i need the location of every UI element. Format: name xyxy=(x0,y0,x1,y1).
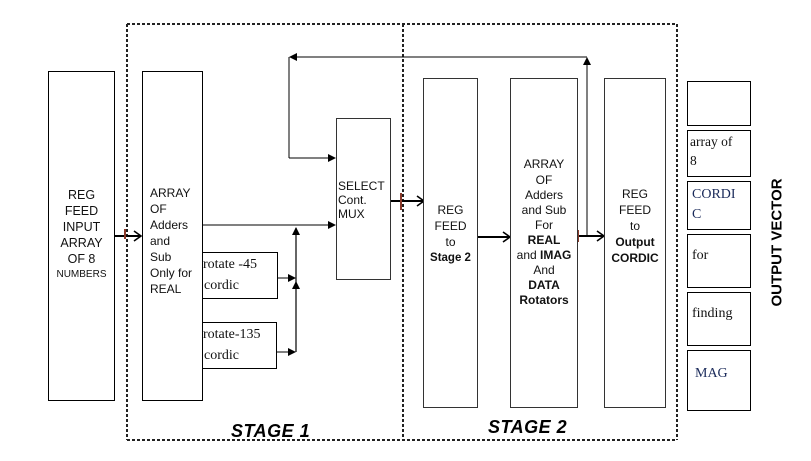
stage2-array-l3: Adders xyxy=(524,188,564,202)
rotate-135-cordic-block: rotate-135 cordic xyxy=(202,322,277,369)
output-cell-5: MAG xyxy=(695,366,728,381)
input-register-block: REG FEED INPUT ARRAY OF 8 NUMBERS xyxy=(48,71,115,401)
stage2-label: STAGE 2 xyxy=(488,417,568,437)
reg-output-line3: to xyxy=(629,219,640,233)
stage2-array-l4: and Sub xyxy=(521,203,567,217)
rotate-45-line1: rotate -45 xyxy=(203,257,258,272)
output-vector-block: array of 8 CORDI C for finding MAG xyxy=(687,81,751,411)
stage1-label: STAGE 1 xyxy=(231,421,311,441)
stage2-adder-array-block: ARRAY OF Adders and Sub For REAL and IMA… xyxy=(510,78,578,408)
reg-stage2-bold: Stage 2 xyxy=(430,252,471,264)
stage2-array-l6: and xyxy=(516,248,537,262)
stage2-array-l1: ARRAY xyxy=(523,157,565,171)
output-cell-3: for xyxy=(692,248,709,263)
stage1-adder-array-label: ARRAY OF Adders and Sub Only for REAL xyxy=(150,186,193,296)
input-register-sub: NUMBERS xyxy=(56,269,107,280)
stage2-array-b2: IMAG xyxy=(540,248,572,262)
select-mux-label: SELECT Cont. MUX xyxy=(338,179,385,221)
stage2-array-l5: For xyxy=(535,218,553,232)
stage2-array-b4: Rotators xyxy=(519,293,569,307)
reg-output-bold1: Output xyxy=(615,235,655,249)
cell-separator xyxy=(687,287,751,293)
reg-output-line1: REG xyxy=(621,187,648,201)
stage2-array-b1: REAL xyxy=(527,233,561,247)
reg-stage2-line1: REG xyxy=(437,203,464,217)
reg-stage2-line2: FEED xyxy=(434,219,467,233)
output-vector-title: OUTPUT VECTOR xyxy=(768,178,786,307)
rotate-135-line1: rotate-135 xyxy=(203,327,261,342)
reg-feed-output-block: REG FEED to Output CORDIC xyxy=(604,78,666,408)
reg-output-line2: FEED xyxy=(618,203,651,217)
reg-stage2-line3: to xyxy=(445,235,456,249)
rotate-45-line2: cordic xyxy=(204,278,239,293)
stage1-adder-array-block: ARRAY OF Adders and Sub Only for REAL xyxy=(142,71,203,401)
cell-separator xyxy=(687,176,751,182)
reg-feed-stage2-block: REG FEED to Stage 2 xyxy=(423,78,478,408)
output-cell-4: finding xyxy=(692,306,733,321)
input-register-label: REG FEED INPUT ARRAY OF 8 xyxy=(60,188,103,266)
output-cell-2: CORDI C xyxy=(692,187,736,222)
stage2-array-l7: And xyxy=(533,263,555,277)
stage2-array-b3: DATA xyxy=(528,278,560,292)
stage2-array-l2: OF xyxy=(535,173,553,187)
select-mux-block: SELECT Cont. MUX xyxy=(336,118,391,280)
reg-output-bold2: CORDIC xyxy=(611,251,659,265)
cell-separator xyxy=(687,125,751,131)
rotate-45-cordic-block: rotate -45 cordic xyxy=(202,252,278,299)
output-cell-1: array of 8 xyxy=(690,134,733,168)
cell-separator xyxy=(687,345,751,351)
rotate-135-line2: cordic xyxy=(204,348,239,363)
cell-separator xyxy=(687,229,751,235)
stage2-array-and-imag: and IMAG xyxy=(511,248,577,262)
